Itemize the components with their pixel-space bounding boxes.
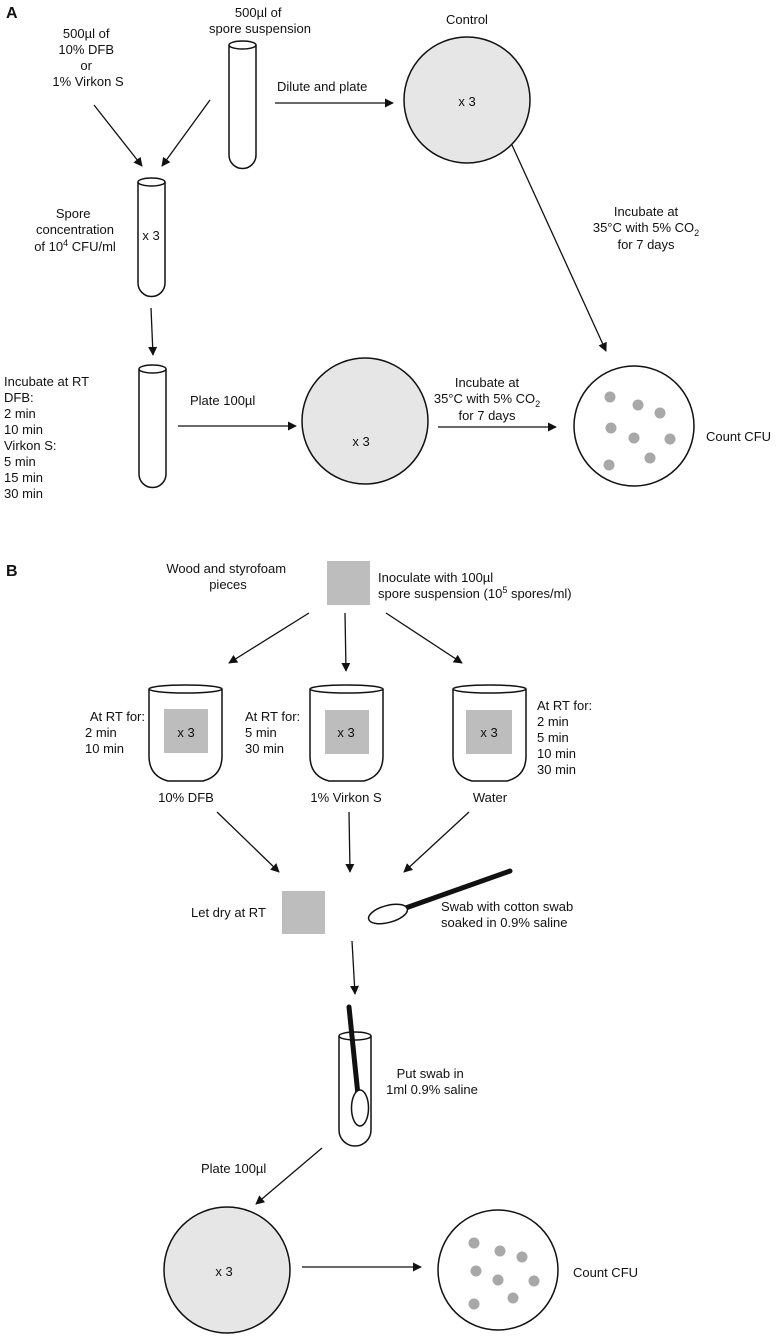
concentration-value: of 104 CFU/ml — [34, 238, 116, 254]
arrow-reagent-to-tube — [93, 104, 143, 167]
sample-tube — [137, 177, 166, 298]
arrow-spores-to-tube — [161, 99, 211, 167]
colony-dot — [468, 1237, 480, 1249]
inoculate-concentration: spore suspension (105 spores/ml) — [378, 585, 572, 601]
plate-label-b: Plate 100µl — [201, 1161, 266, 1176]
arrow-virkon-converge — [345, 811, 355, 873]
beaker-water — [452, 684, 527, 782]
beaker-water-x3: x 3 — [480, 725, 497, 740]
arrow-to-dfb — [228, 612, 310, 664]
spore-suspension-text: 500µl of spore suspension — [209, 5, 311, 36]
incubate-control-text: Incubate at — [614, 204, 679, 219]
colony-dot — [628, 432, 640, 444]
put-swab-text: Put swab in 1ml 0.9% saline — [386, 1066, 478, 1097]
panel-b-label: B — [6, 563, 18, 580]
arrow-water-converge — [403, 811, 470, 873]
colony-dot — [664, 433, 676, 445]
arrow-tube-to-incubate — [148, 307, 158, 356]
arrow-plate-b — [255, 1147, 323, 1205]
beaker-water-piece — [466, 710, 512, 754]
beaker-dfb — [148, 684, 223, 782]
colony-dot — [494, 1245, 506, 1257]
count-dish-a — [573, 365, 695, 487]
colony-dot — [644, 452, 656, 464]
plated-dish — [301, 357, 429, 485]
incubate-rt-tube — [138, 364, 167, 489]
arrow-control-to-count — [511, 144, 607, 352]
incubate-control-co2: 35°C with 5% CO2 — [593, 220, 699, 238]
dilute-plate-label: Dilute and plate — [277, 79, 367, 94]
beaker-dfb-name: 10% DFB — [158, 790, 214, 805]
beaker-virkon-name: 1% Virkon S — [310, 790, 382, 805]
beaker-water-name: Water — [473, 790, 508, 805]
plate-label-a: Plate 100µl — [190, 393, 255, 408]
spore-suspension-tube — [228, 40, 257, 170]
arrow-to-water — [385, 612, 463, 664]
colony-dot — [603, 459, 615, 471]
beaker-water-times: At RT for: 2 min 5 min 10 min 30 min — [537, 698, 596, 777]
dried-piece — [282, 891, 325, 934]
count-dish-b — [437, 1209, 559, 1331]
count-cfu-a: Count CFU — [706, 429, 771, 444]
incubate-plate-co2: 35°C with 5% CO2 — [434, 391, 540, 409]
plated-dish-x3: x 3 — [352, 434, 369, 449]
sample-tube-x3: x 3 — [142, 228, 159, 243]
saline-tube — [338, 1004, 372, 1147]
cotton-swab-icon — [367, 868, 513, 925]
control-dish-x3: x 3 — [458, 94, 475, 109]
count-cfu-b: Count CFU — [573, 1265, 638, 1280]
plated-dish-b — [163, 1206, 291, 1334]
colony-dot — [507, 1292, 519, 1304]
wood-piece — [327, 561, 370, 605]
beaker-dfb-x3: x 3 — [177, 725, 194, 740]
arrow-to-virkon — [341, 612, 351, 672]
arrow-dfb-converge — [216, 811, 280, 873]
concentration-text: Spore concentration — [36, 206, 114, 237]
colony-dot — [492, 1274, 504, 1286]
colonies-a — [603, 391, 676, 471]
colony-dot — [632, 399, 644, 411]
control-dish — [403, 36, 531, 164]
incubate-control-days: for 7 days — [617, 237, 675, 252]
beaker-virkon-times: At RT for: 5 min 30 min — [245, 709, 304, 756]
colony-dot — [604, 391, 616, 403]
panel-a-label: A — [6, 5, 18, 22]
inoculate-text: Inoculate with 100µl — [378, 570, 493, 585]
colony-dot — [470, 1265, 482, 1277]
arrow-to-saline-tube — [350, 940, 360, 995]
swab-text: Swab with cotton swab soaked in 0.9% sal… — [441, 899, 577, 930]
beaker-virkon-x3: x 3 — [337, 725, 354, 740]
colony-dot — [528, 1275, 540, 1287]
pieces-text: Wood and styrofoam pieces — [166, 561, 289, 592]
incubate-rt-text: Incubate at RT DFB: 2 min 10 min Virkon … — [4, 374, 92, 501]
plated-dish-b-x3: x 3 — [215, 1264, 232, 1279]
colony-dot — [654, 407, 666, 419]
beaker-dfb-times-list: 2 min 10 min — [85, 725, 124, 756]
colony-dot — [516, 1251, 528, 1263]
reagent-text: 500µl of 10% DFB or 1% Virkon S — [52, 26, 124, 89]
incubate-plate-text: Incubate at — [455, 375, 520, 390]
beaker-dfb-piece — [164, 709, 208, 753]
colonies-b — [468, 1237, 540, 1310]
control-label: Control — [446, 12, 488, 27]
beaker-dfb-times: At RT for: — [90, 709, 145, 724]
colony-dot — [468, 1298, 480, 1310]
incubate-plate-days: for 7 days — [458, 408, 516, 423]
colony-dot — [605, 422, 617, 434]
beaker-virkon-piece — [325, 710, 369, 754]
beaker-virkon — [309, 684, 384, 782]
let-dry-label: Let dry at RT — [191, 905, 266, 920]
